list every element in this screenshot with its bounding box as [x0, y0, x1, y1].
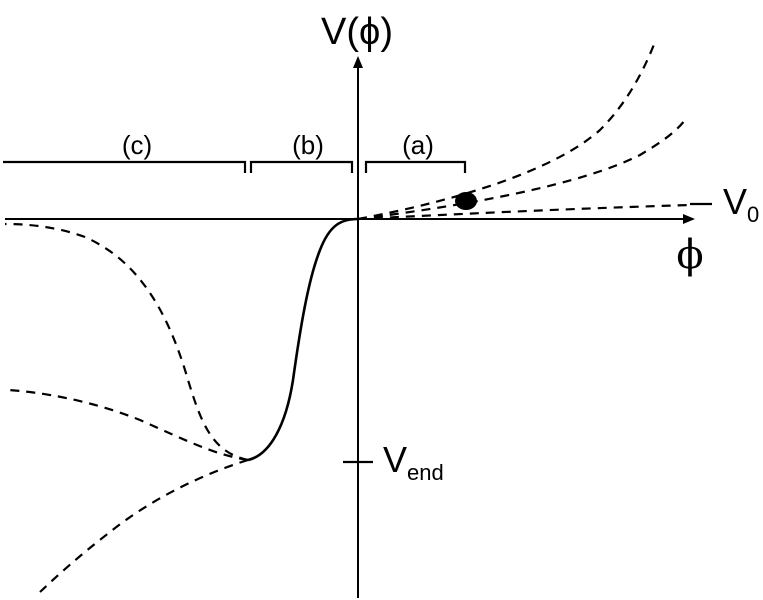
bracket-a: [364, 160, 467, 173]
flat-dashed-curve: [357, 203, 691, 221]
steep-dashed-curve: [357, 41, 657, 221]
left-dashed-curves: [4, 222, 249, 593]
region-label-c: (c): [122, 130, 152, 160]
x-axis-label: ϕ: [676, 232, 703, 278]
region-brackets: [3, 160, 467, 173]
v0-label: V0: [723, 181, 759, 227]
bracket-c: [3, 160, 247, 173]
y-axis-label: V(ϕ): [321, 11, 393, 53]
right-dashed-curves: [357, 41, 691, 221]
bracket-b: [249, 160, 354, 173]
lower-left-dashed-curve: [39, 458, 249, 593]
region-label-b: (b): [292, 130, 324, 160]
upper-left-dashed-curve: [4, 222, 249, 462]
region-label-a: (a): [402, 130, 434, 160]
middle-left-dashed-curve: [7, 388, 249, 462]
field-ball: [455, 192, 477, 210]
medium-dashed-curve: [357, 119, 686, 221]
solid-potential-curve: [247, 217, 359, 462]
vend-label: Vend: [383, 439, 444, 485]
